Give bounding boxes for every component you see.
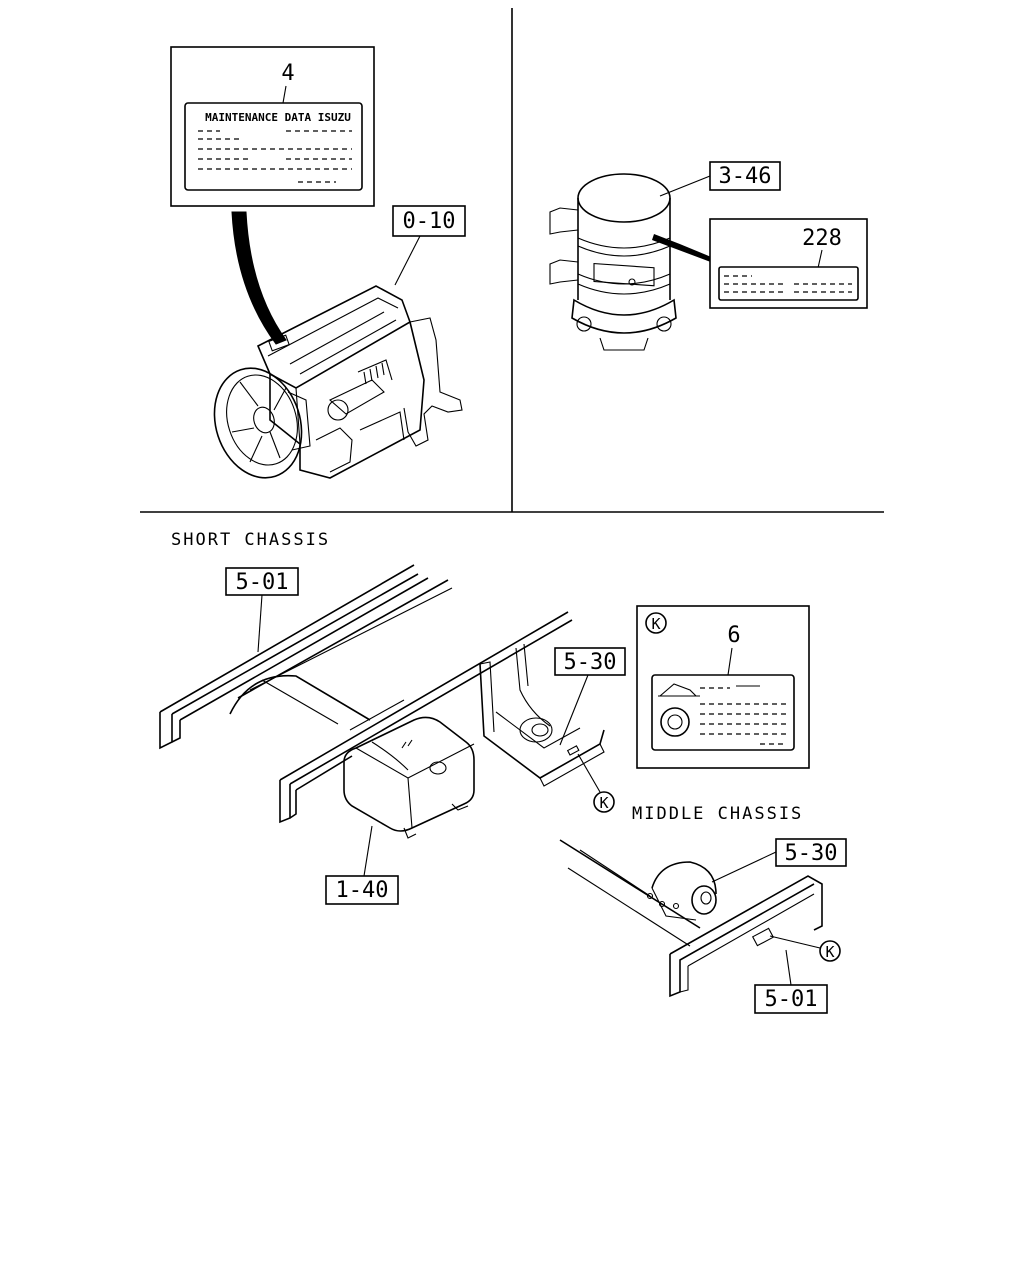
hitch-short-callout-text: 5-30 — [564, 650, 617, 675]
air-cleaner-label-number: 228 — [802, 226, 842, 251]
k-marker-middle: K — [769, 935, 841, 962]
air-cleaner-callout: 3-46 — [659, 161, 781, 197]
engine-label-inset: 4 MAINTENANCE DATA ISUZU — [170, 46, 375, 207]
engine-callout-text: 0-10 — [403, 209, 456, 234]
fuel-tank-callout-text: 1-40 — [336, 878, 389, 903]
short-chassis-frame-drawing — [159, 564, 605, 839]
hitch-label-number: 6 — [727, 623, 740, 648]
k-marker-middle-text: K — [825, 943, 834, 961]
air-cleaner-drawing — [549, 173, 718, 351]
k-marker-short-text: K — [599, 794, 608, 812]
middle-chassis-frame-drawing — [559, 839, 823, 998]
air-cleaner-callout-text: 3-46 — [719, 164, 772, 189]
hitch-label-inset: K 6 — [636, 605, 810, 769]
hitch-short-callout: 5-30 — [554, 647, 626, 746]
air-cleaner-label-inset: 228 — [709, 218, 868, 309]
hitch-middle-callout: 5-30 — [711, 838, 847, 883]
panel-dividers — [140, 8, 884, 513]
middle-chassis-heading: MIDDLE CHASSIS — [632, 804, 803, 824]
fuel-tank-callout: 1-40 — [325, 825, 399, 905]
k-marker-short: K — [577, 753, 615, 813]
frame-middle-callout: 5-01 — [754, 949, 828, 1014]
frame-middle-callout-text: 5-01 — [765, 987, 818, 1012]
engine-label-text: MAINTENANCE DATA ISUZU — [205, 111, 351, 124]
short-chassis-heading: SHORT CHASSIS — [171, 530, 330, 550]
engine-label-leader — [231, 211, 287, 345]
frame-short-callout: 5-01 — [225, 567, 299, 653]
frame-short-callout-text: 5-01 — [236, 570, 289, 595]
engine-callout: 0-10 — [392, 205, 466, 286]
k-marker-inset-text: K — [651, 615, 660, 633]
engine-drawing — [213, 285, 463, 479]
hitch-middle-callout-text: 5-30 — [785, 841, 838, 866]
engine-label-number: 4 — [281, 61, 294, 86]
